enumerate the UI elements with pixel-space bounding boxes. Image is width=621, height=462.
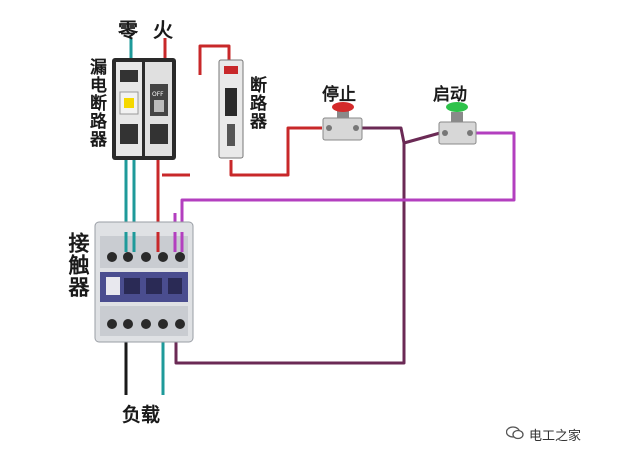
live-wire-breaker [198, 44, 231, 75]
start-label: 启动 [433, 85, 467, 105]
leakage-breaker: OFF [112, 58, 176, 160]
contactor-label: 接触器 [66, 232, 90, 298]
control-wire [174, 126, 406, 365]
watermark-text: 电工之家 [529, 429, 582, 444]
watermark: 电工之家 [505, 425, 582, 444]
stop-label: 停止 [322, 85, 356, 105]
load-label: 负载 [122, 404, 161, 426]
start-wire [180, 131, 516, 244]
wechat-icon [505, 425, 524, 444]
stop-button [322, 102, 363, 141]
wires [124, 38, 516, 395]
start-button [438, 102, 477, 145]
contactor [94, 221, 194, 343]
rcd-label: 漏电断路器 [86, 58, 106, 148]
small-breaker [218, 59, 244, 159]
control-wire-stop-start [403, 131, 441, 145]
live-wire-breaker-out [229, 126, 322, 177]
contactor-top-leads [124, 232, 184, 252]
breaker-off-mark: OFF [152, 91, 164, 98]
neutral-label: 零 [118, 18, 138, 42]
live-label: 火 [153, 18, 173, 42]
breaker-label: 断路器 [246, 76, 266, 130]
